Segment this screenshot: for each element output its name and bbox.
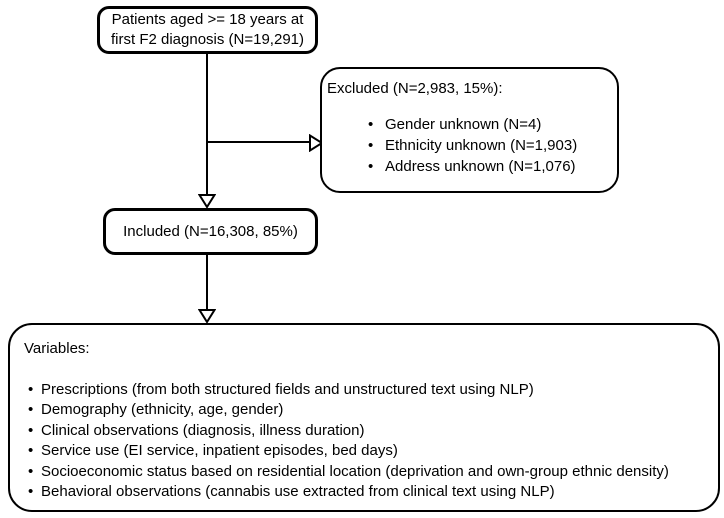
connector-included-to-variables bbox=[206, 254, 208, 311]
variables-item: Socioeconomic status based on residentia… bbox=[28, 462, 708, 483]
variables-list: Prescriptions (from both structured fiel… bbox=[24, 380, 708, 503]
excluded-title: Excluded (N=2,983, 15%): bbox=[327, 80, 503, 97]
connector-top-to-included bbox=[206, 53, 208, 195]
connector-to-excluded bbox=[206, 141, 311, 143]
arrow-down-icon bbox=[198, 309, 216, 323]
excluded-item: Ethnicity unknown (N=1,903) bbox=[368, 135, 611, 156]
excluded-box: Excluded (N=2,983, 15%): Gender unknown … bbox=[320, 67, 619, 193]
excluded-item: Address unknown (N=1,076) bbox=[368, 156, 611, 177]
variables-item: Clinical observations (diagnosis, illnes… bbox=[28, 421, 708, 442]
included-label: Included (N=16,308, 85%) bbox=[123, 223, 298, 240]
variables-title: Variables: bbox=[24, 340, 90, 357]
excluded-item: Gender unknown (N=4) bbox=[368, 114, 611, 135]
included-box: Included (N=16,308, 85%) bbox=[103, 208, 318, 255]
arrow-down-icon bbox=[198, 194, 216, 208]
variables-item: Demography (ethnicity, age, gender) bbox=[28, 400, 708, 421]
variables-item: Prescriptions (from both structured fiel… bbox=[28, 380, 708, 401]
cohort-source-box: Patients aged >= 18 years at first F2 di… bbox=[97, 6, 318, 54]
variables-item: Service use (EI service, inpatient episo… bbox=[28, 441, 708, 462]
variables-box: Variables: Prescriptions (from both stru… bbox=[8, 323, 720, 512]
cohort-source-line1: Patients aged >= 18 years at bbox=[111, 11, 304, 28]
excluded-list: Gender unknown (N=4) Ethnicity unknown (… bbox=[327, 114, 611, 177]
cohort-source-line2: first F2 diagnosis (N=19,291) bbox=[110, 31, 304, 48]
variables-item: Behavioral observations (cannabis use ex… bbox=[28, 482, 708, 503]
arrow-right-icon bbox=[309, 134, 323, 152]
